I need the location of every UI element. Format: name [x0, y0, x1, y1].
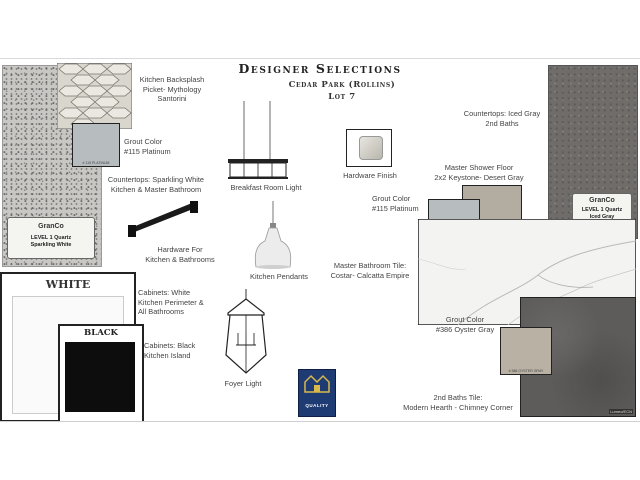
breakfast-light-label: Breakfast Room Light — [230, 183, 302, 192]
grout-mid-label: Grout Color #115 Platinum — [372, 194, 419, 213]
hardware-finish-chip — [359, 136, 383, 160]
granco-logo: GranCo — [38, 223, 64, 230]
chimney-corner-tile-sample: Lumeo/ECN — [520, 297, 636, 417]
master-shower-label: Master Shower Floor 2x2 Keystone- Desert… — [434, 163, 524, 182]
master-bath-tile-label: Master Bathroom Tile: Costar- Calcatta E… — [330, 261, 410, 280]
black-panel — [65, 342, 135, 412]
second-baths-tile-label: 2nd Baths Tile: Modern Hearth - Chimney … — [403, 393, 513, 412]
chip-right-line2: Iced Gray — [589, 213, 615, 220]
hardware-finish-label: Hardware Finish — [343, 171, 397, 180]
cabinet-pull-hardware — [128, 201, 198, 237]
picket-backsplash-sample — [57, 63, 132, 129]
page-subtitle: Cedar Park (Rollins) Lot 7 — [262, 79, 422, 103]
tile-code: Lumeo/ECN — [609, 409, 633, 414]
white-swatch-title: WHITE — [45, 278, 91, 291]
foyer-light-label: Foyer Light — [224, 379, 262, 388]
black-swatch-title: BLACK — [84, 328, 118, 338]
backsplash-label: Kitchen Backsplash Picket- Mythology San… — [139, 75, 205, 103]
grout-left-label: Grout Color #115 Platinum — [124, 137, 171, 156]
hardware-finish-sample — [346, 129, 392, 167]
chip-line1: LEVEL 1 Quartz — [30, 235, 72, 241]
countertops-left-label: Countertops: Sparkling White Kitchen & M… — [107, 175, 205, 194]
chip-line2: Sparkling White — [30, 241, 72, 248]
grout-platinum-swatch-left: # 115 PLATINUM — [72, 123, 120, 167]
logo-caption: QUALITY — [305, 403, 329, 408]
chip-right-line1: LEVEL 1 Quartz — [581, 207, 623, 213]
design-board: Designer Selections Cedar Park (Rollins)… — [0, 58, 640, 422]
house-icon — [304, 374, 330, 393]
foyer-light-fixture — [225, 289, 267, 374]
page-title: Designer Selections — [238, 61, 402, 76]
subtitle-lot: Lot 7 — [328, 92, 356, 102]
countertop-chip-left: GranCo LEVEL 1 Quartz Sparkling White — [7, 217, 95, 259]
kitchen-pendant-light — [254, 201, 292, 269]
kitchen-pendants-label: Kitchen Pendants — [250, 272, 308, 281]
cabinets-white-label: Cabinets: White Kitchen Perimeter & All … — [138, 288, 204, 316]
grout-right-label: Grout Color #386 Oyster Gray — [435, 315, 495, 334]
breakfast-room-light-fixture — [228, 101, 288, 179]
builder-logo: QUALITY — [298, 369, 336, 417]
countertops-right-label: Countertops: Iced Gray 2nd Baths — [463, 109, 541, 128]
hardware-for-label: Hardware For Kitchen & Bathrooms — [145, 245, 215, 264]
cabinets-black-label: Cabinets: Black Kitchen Island — [144, 341, 196, 360]
granco-logo-right: GranCo — [589, 197, 615, 204]
grout-oyster-gray-swatch: # 386 OYSTER GRAY — [500, 327, 552, 375]
black-cabinet-swatch: BLACK — [58, 324, 144, 421]
subtitle-community: Cedar Park (Rollins) — [288, 80, 396, 90]
